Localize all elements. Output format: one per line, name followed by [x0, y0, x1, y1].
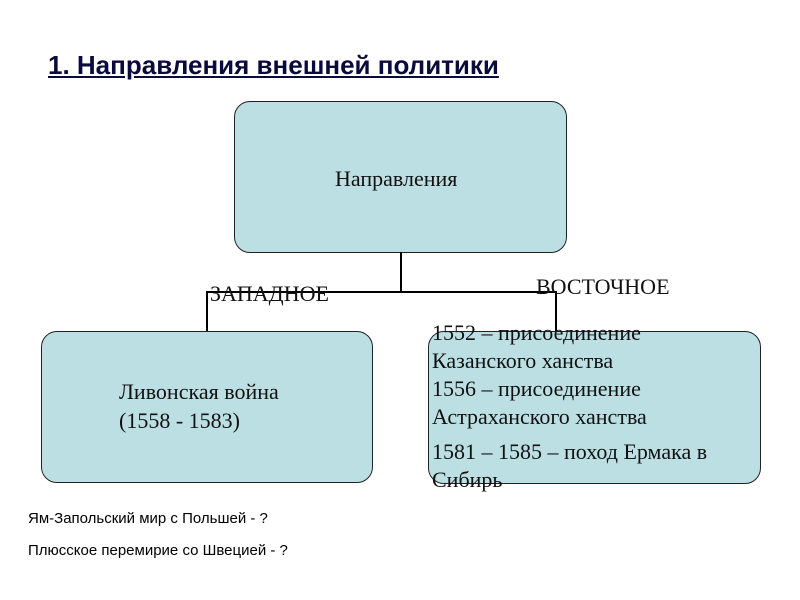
- east-box: [428, 331, 761, 484]
- root-box: [234, 101, 567, 253]
- slide-title: 1. Направления внешней политики: [48, 50, 499, 80]
- east-text-2: Казанского ханства: [432, 348, 614, 373]
- west-text-1: Ливонская война: [119, 379, 279, 404]
- east-text-3: 1556 – присоединение: [432, 376, 641, 401]
- root-label: Направления: [335, 166, 458, 191]
- connector: [206, 291, 208, 332]
- west-text-2: (1558 - 1583): [119, 408, 240, 433]
- note-2: Плюсское перемирие со Швецией - ?: [28, 542, 288, 559]
- connector: [206, 291, 557, 293]
- east-label: ВОСТОЧНОЕ: [536, 274, 670, 299]
- east-text-5: 1581 – 1585 – поход Ермака в: [432, 439, 708, 464]
- east-text-1: 1552 – присоединение: [432, 320, 641, 345]
- east-text-6: Сибирь: [432, 467, 503, 492]
- east-text-4: Астраханского ханства: [432, 404, 647, 429]
- note-1: Ям-Запольский мир с Польшей - ?: [28, 510, 268, 527]
- connector: [555, 291, 557, 332]
- connector: [400, 252, 402, 293]
- west-label: ЗАПАДНОЕ: [210, 281, 329, 306]
- west-box: [41, 331, 373, 483]
